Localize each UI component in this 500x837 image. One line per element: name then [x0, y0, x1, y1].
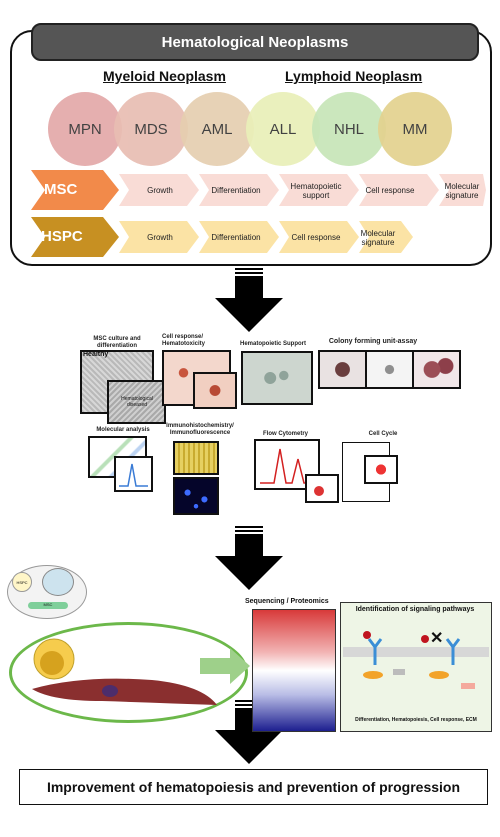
niche-hspc-node: HSPC: [12, 572, 32, 592]
page-title: Hematological Neoplasms: [31, 23, 479, 61]
hspc-chevron-1: [119, 221, 199, 253]
hspc-chevron-4: [359, 221, 413, 253]
signaling-footer: Differentiation, Hematopoiesis, Cell res…: [355, 717, 477, 723]
msc-culture-label: MSC culture and differentiation: [93, 336, 141, 349]
msc-chevron-1: [119, 174, 199, 206]
molecular-analysis-label: Molecular analysis: [96, 427, 150, 433]
colony-image-2: [365, 350, 414, 389]
down-arrow-1: [215, 268, 283, 332]
molecular-peak-image: [114, 456, 153, 492]
msc-chevron-row: [31, 170, 486, 210]
hspc-item-molecular-signature: Molecular signature: [360, 229, 396, 247]
ihc-fluorescence-image: [173, 477, 219, 515]
hematotoxicity-image: [193, 372, 237, 409]
flow-cytometry-label: Flow Cytometry: [262, 431, 308, 437]
msc-label-arrow: [31, 170, 119, 210]
right-arrow: [200, 648, 250, 684]
cell-cycle-label: Cell Cycle: [368, 431, 398, 437]
hem-diseased-label: Hematological diseased: [121, 396, 153, 408]
myeloid-heading: Myeloid Neoplasm: [103, 68, 226, 84]
hematopoietic-support-image: [241, 351, 313, 405]
niche-cluster: [42, 568, 74, 596]
signaling-label: Identification of signaling pathways: [355, 606, 475, 613]
circle-nhl: NHL: [312, 92, 386, 166]
signaling-panel: ✕: [340, 602, 492, 732]
diseased-culture-image: [107, 380, 166, 424]
msc-chevron-2: [199, 174, 279, 206]
hspc-label-arrow: [31, 217, 119, 257]
msc-item-growth: Growth: [147, 186, 173, 195]
cell-response-label: Cell response/ Hematotoxicity: [162, 334, 206, 347]
hspc-item-growth: Growth: [147, 233, 173, 242]
flow-dotplot-image: [305, 474, 339, 503]
hspc-chevron-2: [199, 221, 279, 253]
down-arrow-2: [215, 526, 283, 590]
circle-aml: AML: [180, 92, 254, 166]
sequencing-label: Sequencing / Proteomics: [245, 598, 329, 605]
cell-cycle-inset-image: [364, 455, 398, 484]
msc-chevron-3: [279, 174, 359, 206]
hspc-item-differentiation: Differentiation: [211, 233, 261, 242]
msc-chevron-5: [439, 174, 486, 206]
colony-image-3: [412, 350, 461, 389]
msc-row-label: MSC: [44, 181, 78, 198]
ihc-plate-image: [173, 441, 219, 475]
hspc-item-cell-response: Cell response: [291, 233, 341, 242]
msc-item-hematopoietic-support: Hematopoietic support: [290, 182, 342, 200]
circle-mds: MDS: [114, 92, 188, 166]
circle-mm: MM: [378, 92, 452, 166]
hspc-chevron-row: [31, 217, 413, 257]
heatmap-image: [252, 609, 336, 732]
colony-image-1: [318, 350, 367, 389]
hspc-row-label: HSPC: [41, 228, 83, 245]
circle-all: ALL: [246, 92, 320, 166]
healthy-label: Healthy: [83, 351, 109, 358]
niche-msc-node: MSC: [28, 602, 68, 609]
hematopoietic-support-label: Hematopoietic Support: [240, 341, 307, 347]
msc-item-differentiation: Differentiation: [211, 186, 261, 195]
svg-text:✕: ✕: [430, 630, 443, 647]
msc-chevron-4: [359, 174, 439, 206]
conclusion-box: Improvement of hematopoiesis and prevent…: [19, 769, 488, 805]
circle-mpn: MPN: [48, 92, 122, 166]
msc-item-cell-response: Cell response: [365, 186, 415, 195]
hspc-chevron-3: [279, 221, 359, 253]
ihc-label: Immunohistochemistry/ Immunofluorescence: [166, 423, 234, 436]
msc-item-molecular-signature: Molecular signature: [444, 182, 480, 200]
colony-assay-label: Colony forming unit-assay: [328, 338, 418, 345]
lymphoid-heading: Lymphoid Neoplasm: [285, 68, 423, 84]
